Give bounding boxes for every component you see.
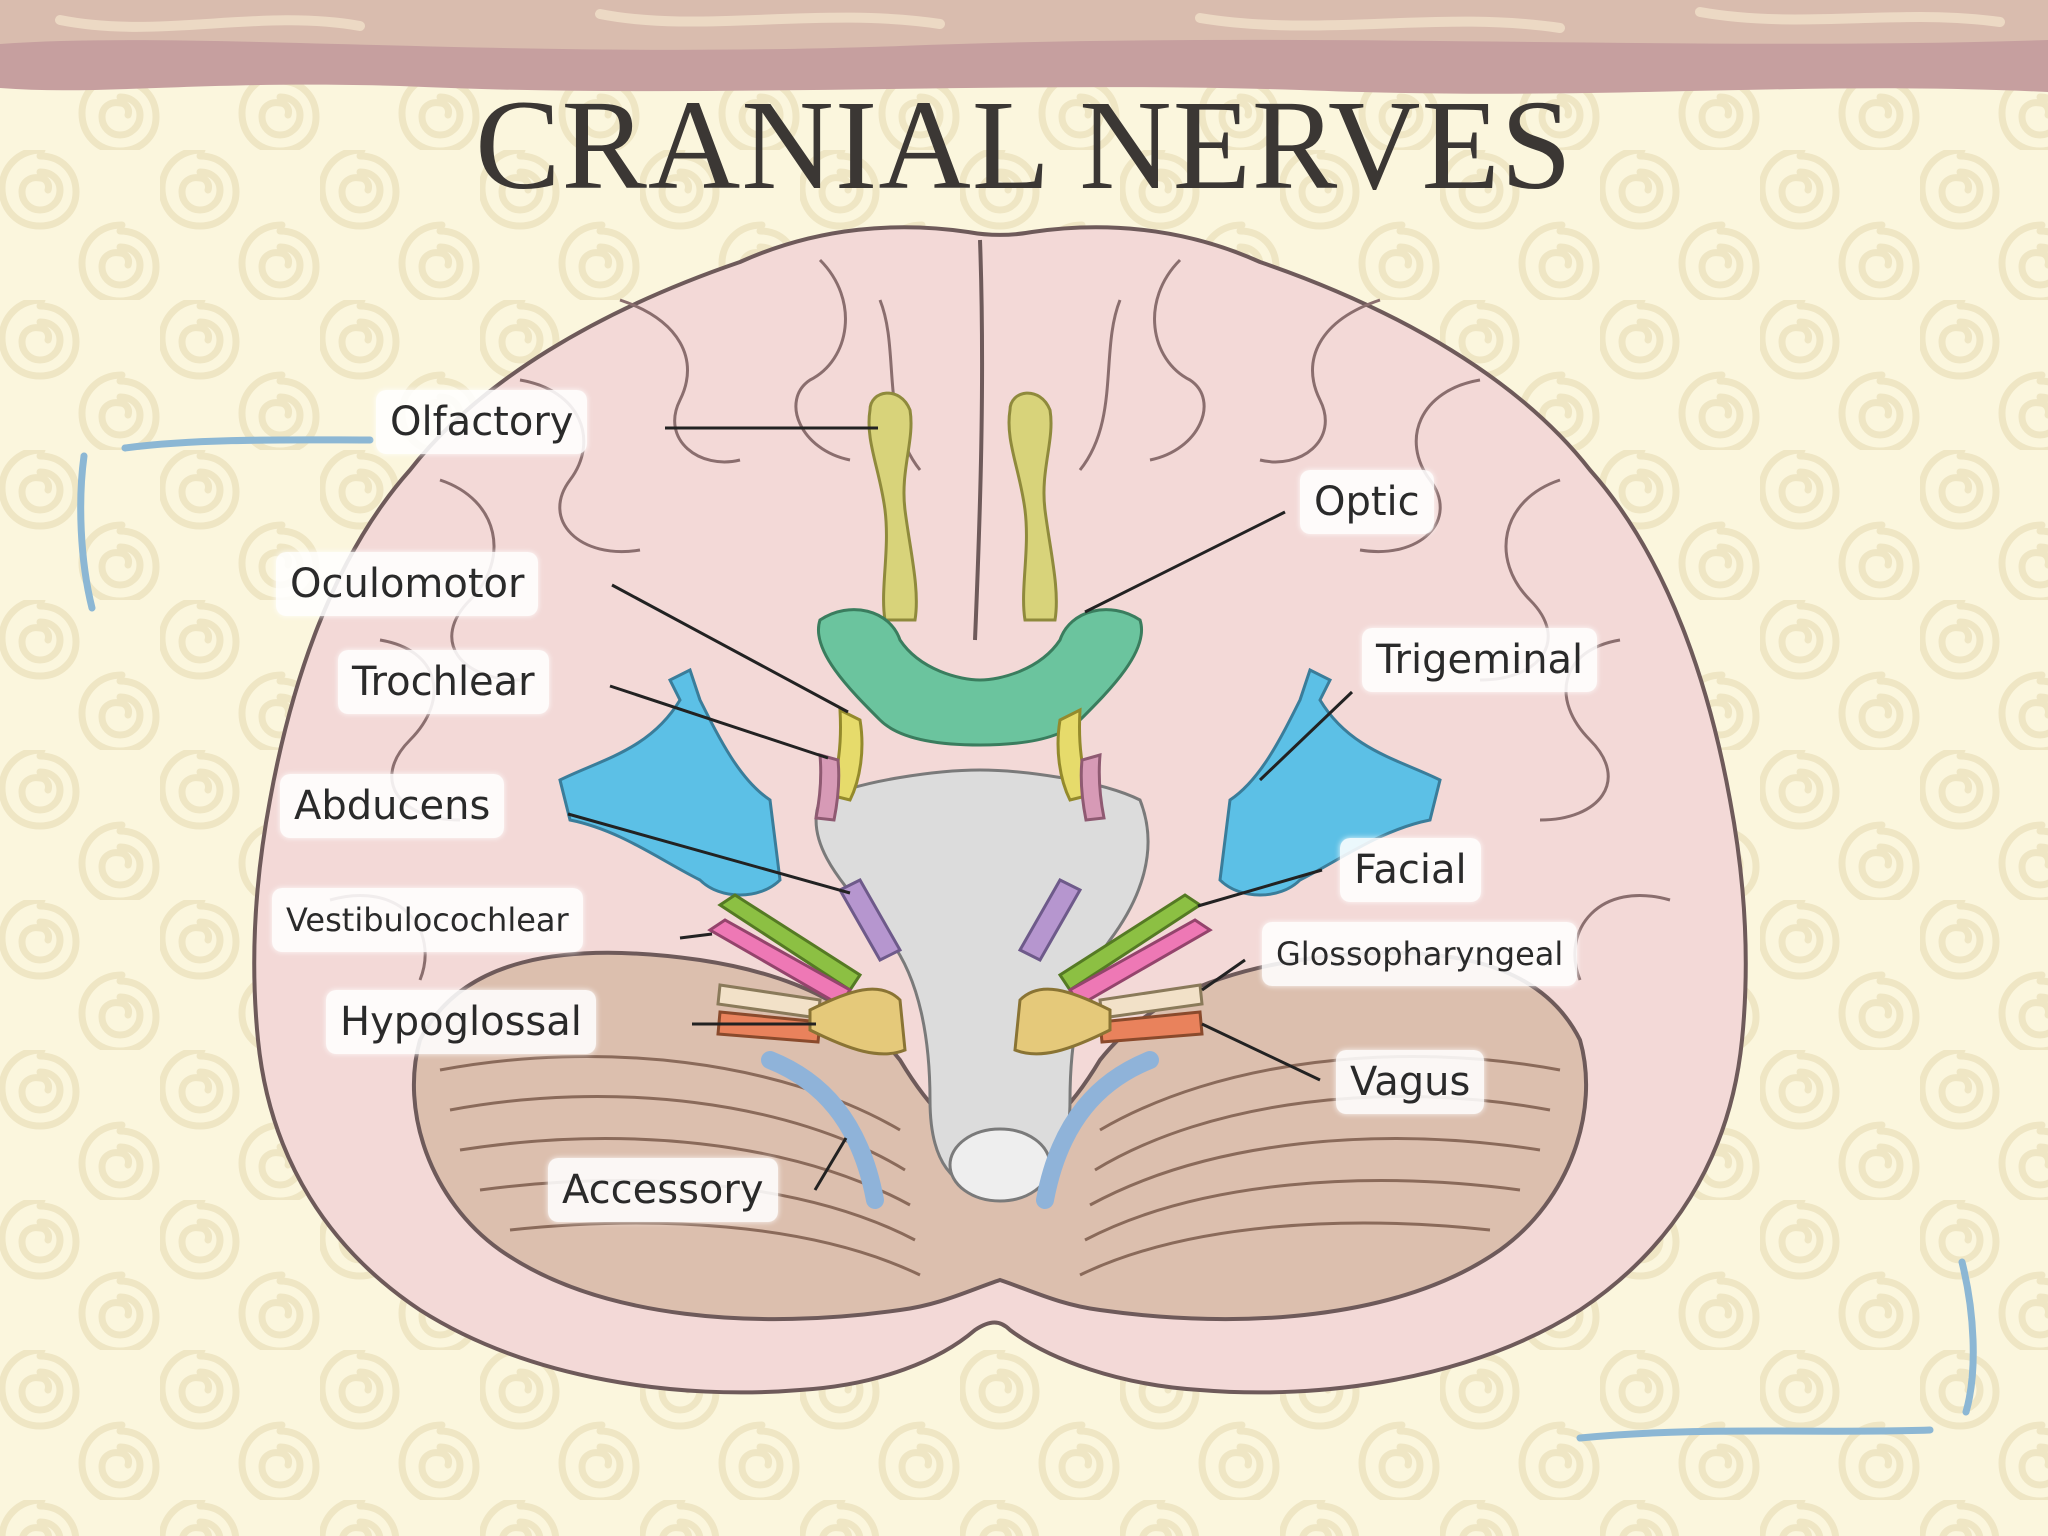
optic-leader bbox=[1084, 510, 1286, 614]
spinal-cord-section bbox=[948, 1127, 1052, 1203]
label-vestibulocochlear: Vestibulocochlear bbox=[272, 888, 583, 952]
accessory-nerve bbox=[761, 1051, 1159, 1209]
label-trigeminal: Trigeminal bbox=[1362, 628, 1598, 692]
label-hypoglossal: Hypoglossal bbox=[326, 990, 596, 1054]
abducens-leader bbox=[567, 812, 851, 895]
leader-lines bbox=[567, 426, 1354, 1191]
slide-title: CRANIAL NERVES bbox=[475, 74, 1573, 216]
optic-chiasm bbox=[817, 608, 1143, 747]
vestibulocochlear-leader bbox=[679, 932, 713, 940]
hypoglossal-nerve bbox=[808, 987, 1112, 1056]
label-abducens: Abducens bbox=[280, 774, 505, 838]
facial-leader bbox=[1197, 868, 1323, 908]
vestibulocochlear-nerve bbox=[707, 918, 1213, 1008]
label-accessory: Accessory bbox=[548, 1158, 778, 1222]
top-banner bbox=[0, 0, 2048, 94]
accessory-leader bbox=[813, 1137, 848, 1191]
oculomotor-leader bbox=[611, 583, 849, 714]
brainstem bbox=[814, 768, 1150, 1197]
olfactory-nerve bbox=[867, 391, 1058, 622]
label-oculomotor: Oculomotor bbox=[276, 552, 539, 616]
label-vagus: Vagus bbox=[1336, 1050, 1485, 1114]
label-facial: Facial bbox=[1340, 838, 1481, 902]
longitudinal-fissure bbox=[973, 239, 985, 641]
vagus-leader bbox=[1201, 1022, 1321, 1082]
label-glossopharyngeal: Glossopharyngeal bbox=[1262, 922, 1578, 986]
glossopharyngeal-leader bbox=[1201, 958, 1246, 992]
facial-nerve bbox=[717, 893, 1203, 993]
label-trochlear: Trochlear bbox=[338, 650, 549, 714]
cerebellar-folia bbox=[439, 1055, 1561, 1277]
label-olfactory: Olfactory bbox=[376, 390, 588, 454]
trigeminal-leader bbox=[1258, 690, 1354, 782]
label-optic: Optic bbox=[1300, 470, 1434, 534]
trochlear-leader bbox=[609, 684, 829, 760]
abducens-nerve bbox=[837, 878, 1083, 962]
trochlear-nerve bbox=[814, 752, 1106, 822]
vagus-nerve bbox=[716, 1010, 1204, 1044]
